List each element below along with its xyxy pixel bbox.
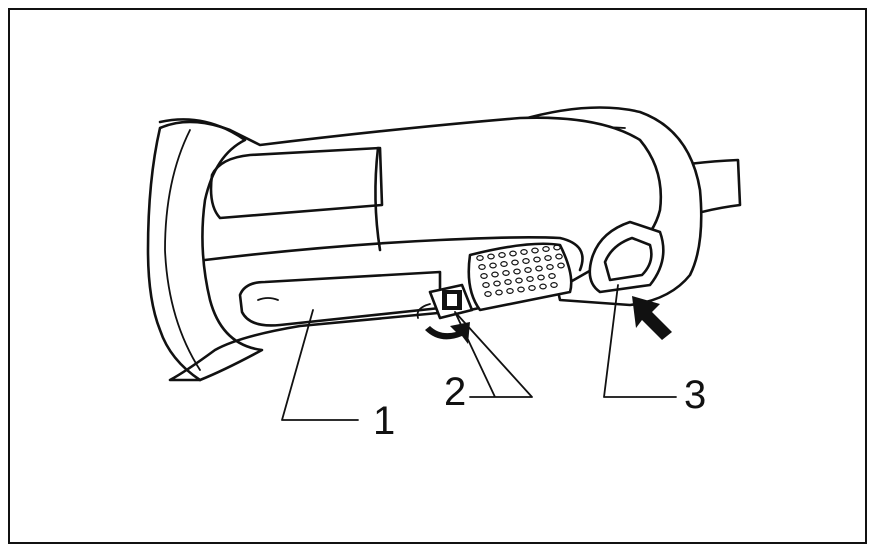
grille-hole bbox=[502, 270, 510, 277]
grille-hole bbox=[557, 262, 565, 269]
grille-hole bbox=[487, 253, 495, 260]
side-grille bbox=[467, 242, 573, 312]
grille-hole bbox=[539, 283, 547, 290]
callout-1: 1 bbox=[373, 399, 395, 443]
grille-hole bbox=[504, 279, 512, 286]
grille-hole bbox=[531, 247, 539, 254]
grille-hole bbox=[498, 252, 506, 259]
grille-hole bbox=[482, 282, 490, 289]
grille-hole bbox=[520, 249, 528, 256]
grille-hole bbox=[522, 258, 530, 265]
grille-hole bbox=[509, 250, 517, 257]
lock-knob bbox=[428, 283, 474, 320]
callout-2: 2 bbox=[444, 370, 466, 414]
grille-hole bbox=[511, 259, 519, 266]
grille-hole bbox=[506, 288, 514, 295]
rotate-arrow-icon bbox=[416, 303, 470, 344]
front-nose bbox=[158, 118, 264, 382]
grille-hole bbox=[524, 267, 532, 274]
grille-hole bbox=[533, 256, 541, 263]
grille-hole bbox=[491, 271, 499, 278]
grille-hole bbox=[544, 255, 552, 262]
grille-hole bbox=[513, 268, 521, 275]
grille-hole bbox=[476, 255, 484, 262]
leader-3 bbox=[603, 284, 677, 398]
grille-hole bbox=[526, 276, 534, 283]
grille-hole bbox=[537, 274, 545, 281]
grille-hole bbox=[517, 286, 525, 293]
grille-hole bbox=[528, 285, 536, 292]
grille-hole bbox=[553, 244, 561, 251]
grille-hole bbox=[484, 291, 492, 298]
grille-hole bbox=[500, 261, 508, 268]
grille-hole bbox=[542, 246, 550, 253]
push-arrow-icon bbox=[632, 296, 672, 340]
grip-panel bbox=[209, 146, 384, 220]
grille-hole bbox=[478, 264, 486, 271]
grille-hole bbox=[515, 277, 523, 284]
grille-hole bbox=[480, 273, 488, 280]
leader-2 bbox=[454, 311, 533, 398]
grille-hole bbox=[493, 280, 501, 287]
lock-off-button bbox=[588, 220, 665, 294]
grille-hole bbox=[489, 262, 497, 269]
grille-hole bbox=[555, 253, 563, 260]
grille-hole bbox=[546, 264, 554, 271]
grille-hole bbox=[495, 289, 503, 296]
grille-hole bbox=[548, 273, 556, 280]
grille-hole bbox=[550, 282, 558, 289]
callout-3: 3 bbox=[684, 373, 706, 417]
grille-hole bbox=[535, 265, 543, 272]
leader-1 bbox=[281, 309, 359, 421]
